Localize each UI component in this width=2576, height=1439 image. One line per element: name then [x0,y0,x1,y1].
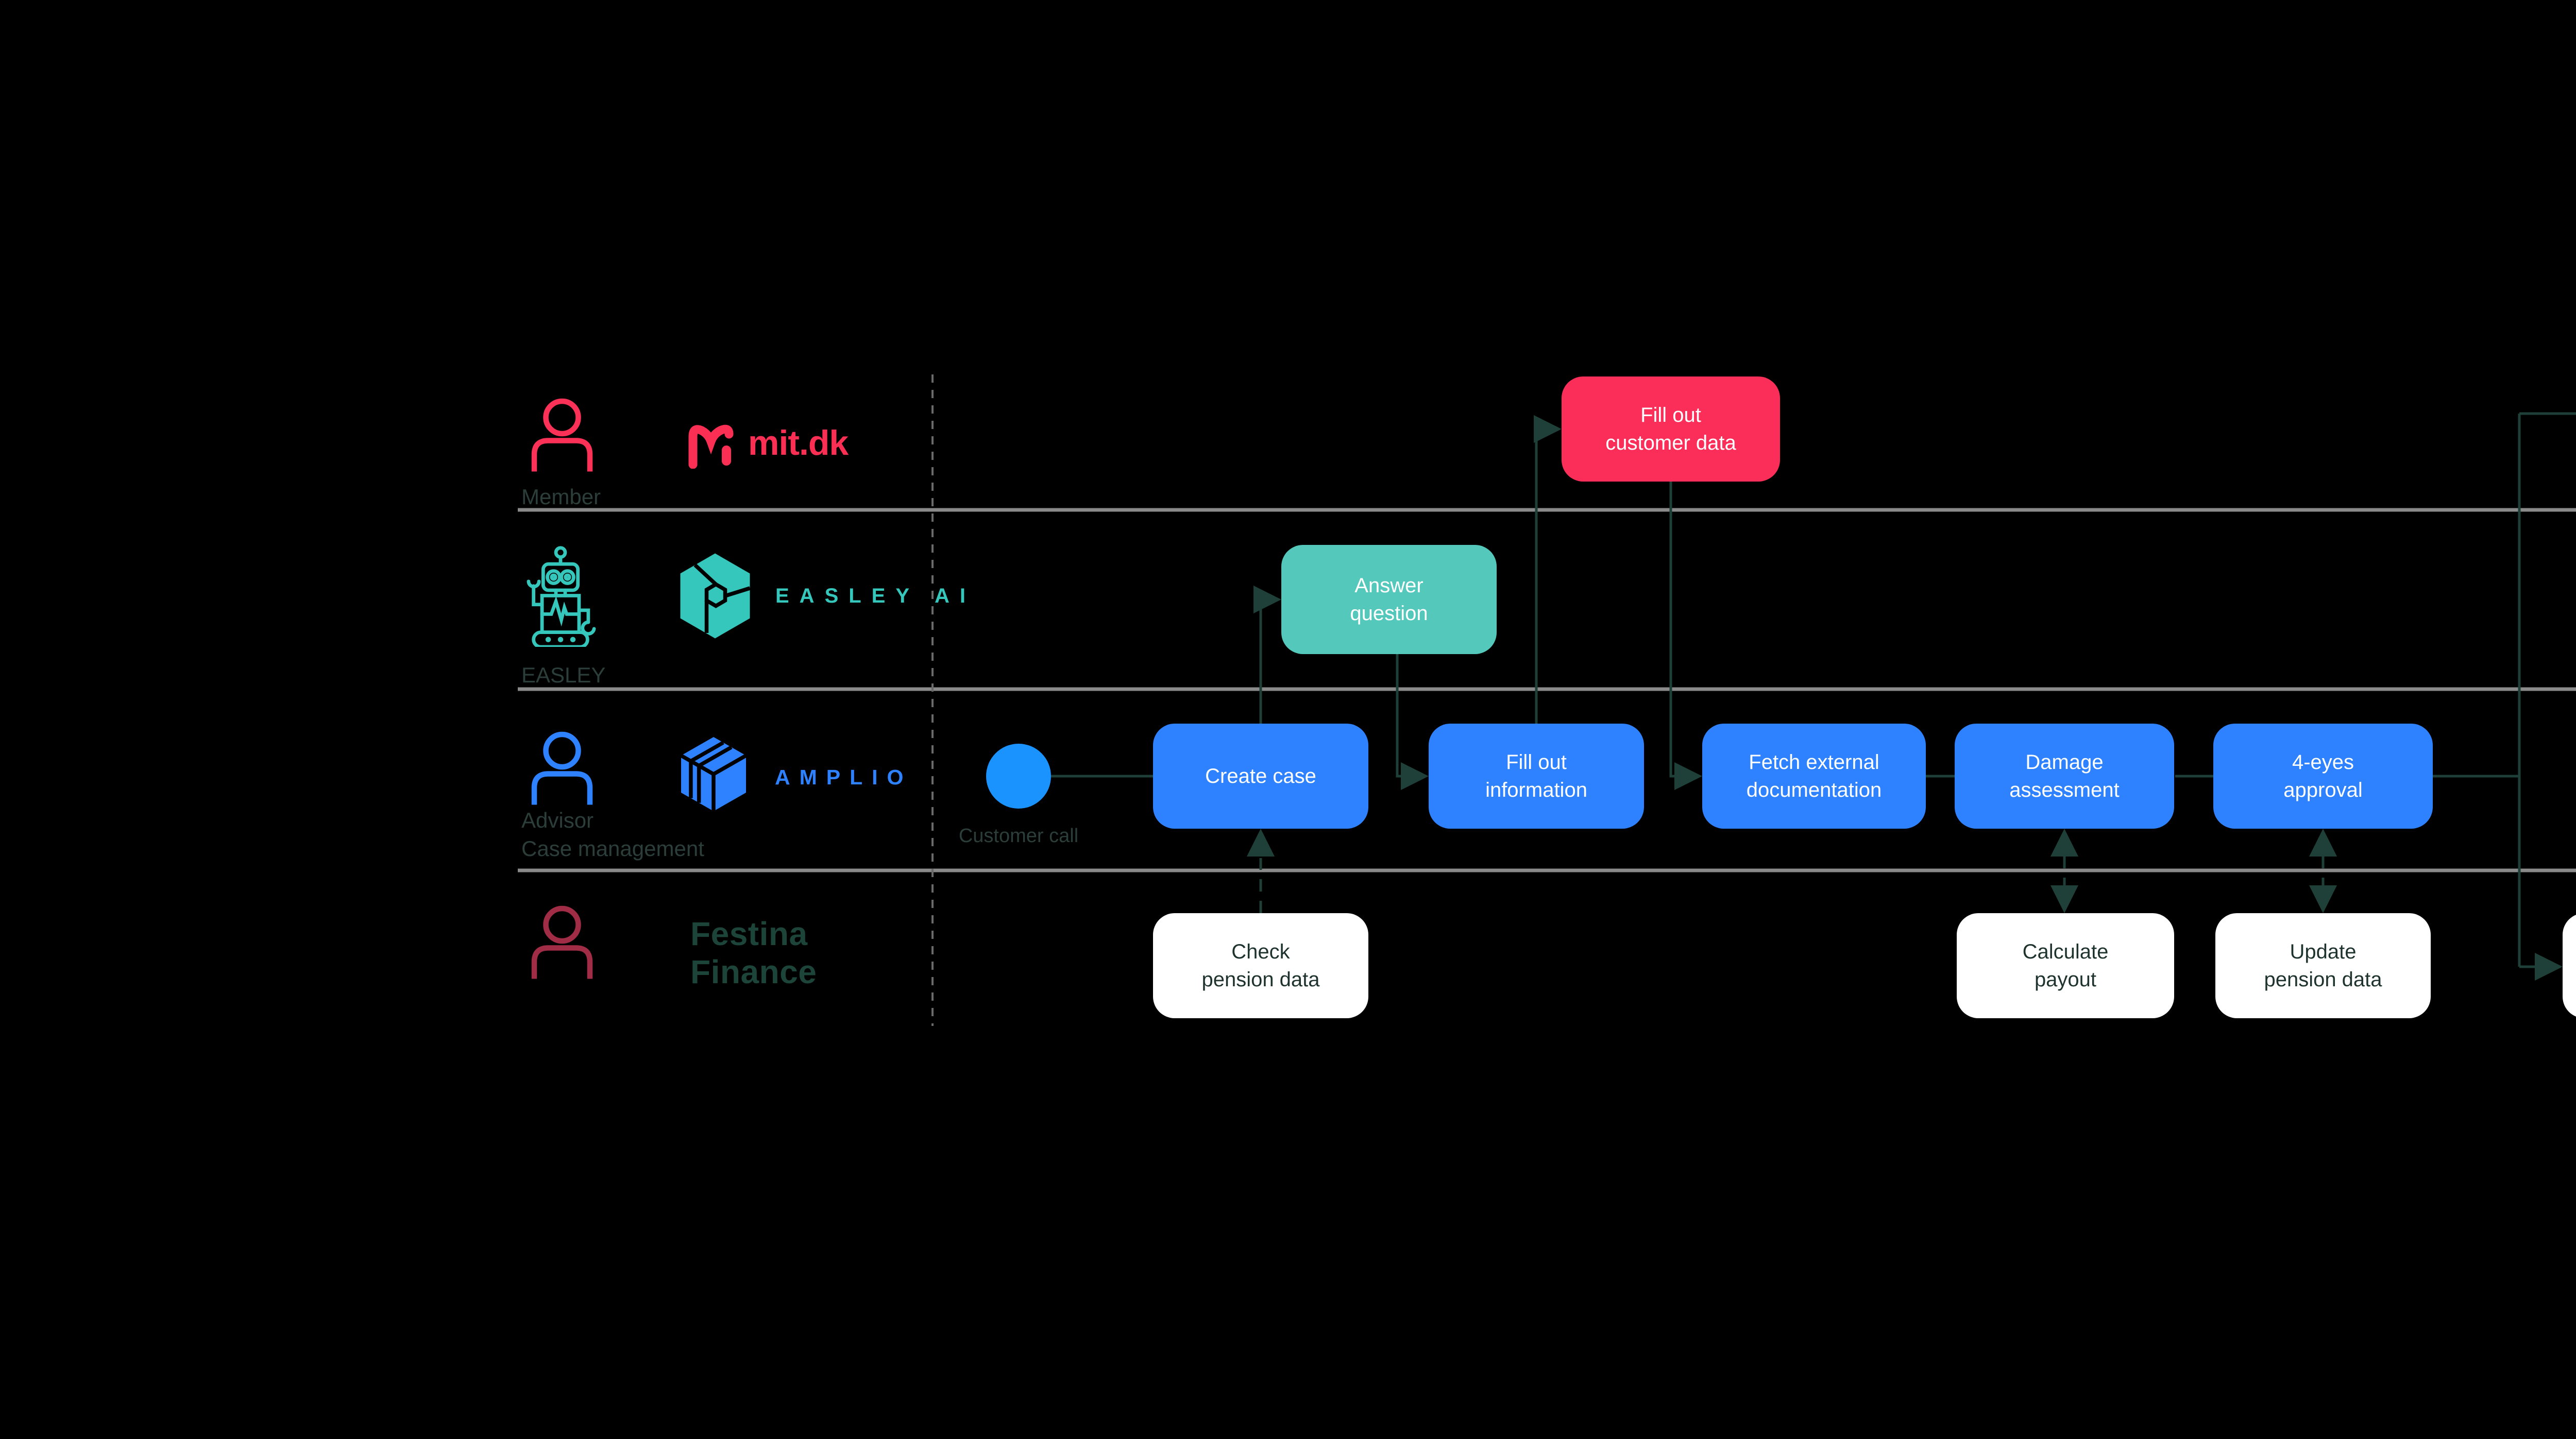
amplio-logo: AMPLIO [675,733,912,821]
person-icon [531,905,593,979]
task-update-pension-data[interactable]: Update pension data [2215,913,2431,1018]
amplio-cube-icon [680,737,747,811]
mitdk-m-mark-icon [688,424,734,469]
lane-label-easley: EASLEY [521,663,606,687]
sequence-flows [1051,412,2576,981]
amplio-logo-text: AMPLIO [775,765,913,789]
end-event-label: Decision made [2567,460,2576,483]
task-fill-out-information[interactable]: Fill out information [1429,724,1644,829]
easley-logo-text: EASLEY AI [775,584,976,607]
festina-finance-logo-text: Festina Finance [690,915,817,991]
easley-hexagon-icon [680,553,751,639]
start-event-label: Customer call [958,825,1079,847]
lane-divider-lines [518,508,2576,872]
task-check-pension-data[interactable]: Check pension data [1153,913,1368,1018]
start-event-customer-call[interactable] [986,744,1051,809]
mitdk-logo-text: mit.dk [748,423,849,462]
lane-label-advisor: Advisor Case management [521,808,704,861]
task-payout[interactable]: Payout [2563,913,2576,1018]
person-icon [531,398,593,472]
robot-icon [527,546,596,647]
task-calculate-payout[interactable]: Calculate payout [1957,913,2174,1018]
task-fill-out-customer-data[interactable]: Fill out customer data [1562,376,1780,482]
mitdk-logo: mit.dk [685,415,849,471]
task-fetch-external-documentation[interactable]: Fetch external documentation [1702,724,1926,829]
task-4-eyes-approval[interactable]: 4-eyes approval [2213,724,2433,829]
task-answer-question[interactable]: Answer question [1281,545,1497,654]
task-create-case[interactable]: Create case [1153,724,1368,829]
lane-label-member: Member [521,485,601,509]
task-damage-assessment[interactable]: Damage assessment [1955,724,2174,829]
person-icon [531,731,593,805]
easley-ai-logo: EASLEY AI [676,552,976,640]
